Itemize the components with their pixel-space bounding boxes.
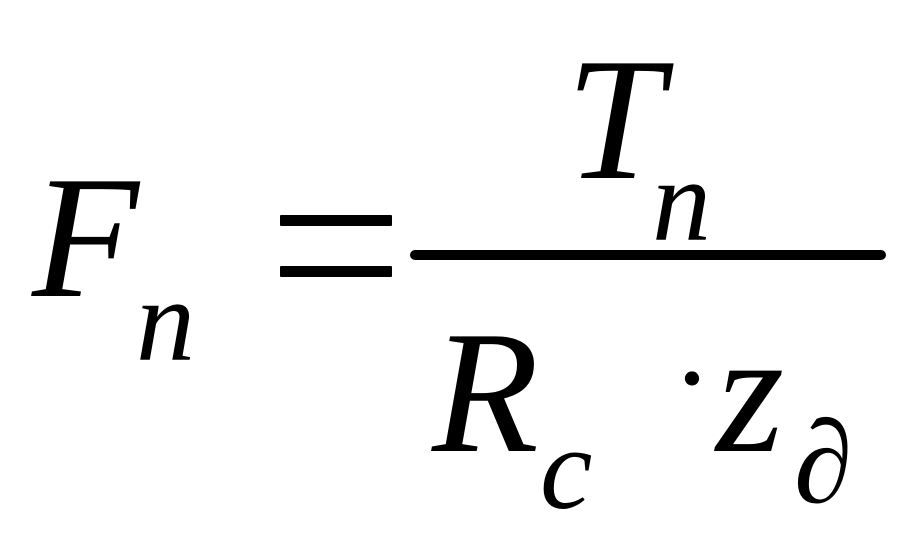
denominator-subscript: c bbox=[540, 403, 593, 534]
denominator-second-subscript: ∂ bbox=[794, 397, 853, 528]
numerator-base-symbol: T bbox=[566, 22, 664, 216]
equals-bar-bottom bbox=[280, 266, 392, 277]
equals-sign bbox=[280, 215, 392, 277]
denominator-second-symbol: z bbox=[716, 295, 785, 489]
numerator-subscript: n bbox=[652, 135, 711, 266]
lhs-base-symbol: F bbox=[32, 140, 139, 334]
lhs-subscript: n bbox=[136, 255, 195, 386]
multiplication-dot: · bbox=[672, 311, 712, 444]
equals-bar-top bbox=[280, 215, 392, 226]
fraction-bar bbox=[410, 250, 886, 260]
denominator-base-symbol: R bbox=[432, 295, 539, 489]
